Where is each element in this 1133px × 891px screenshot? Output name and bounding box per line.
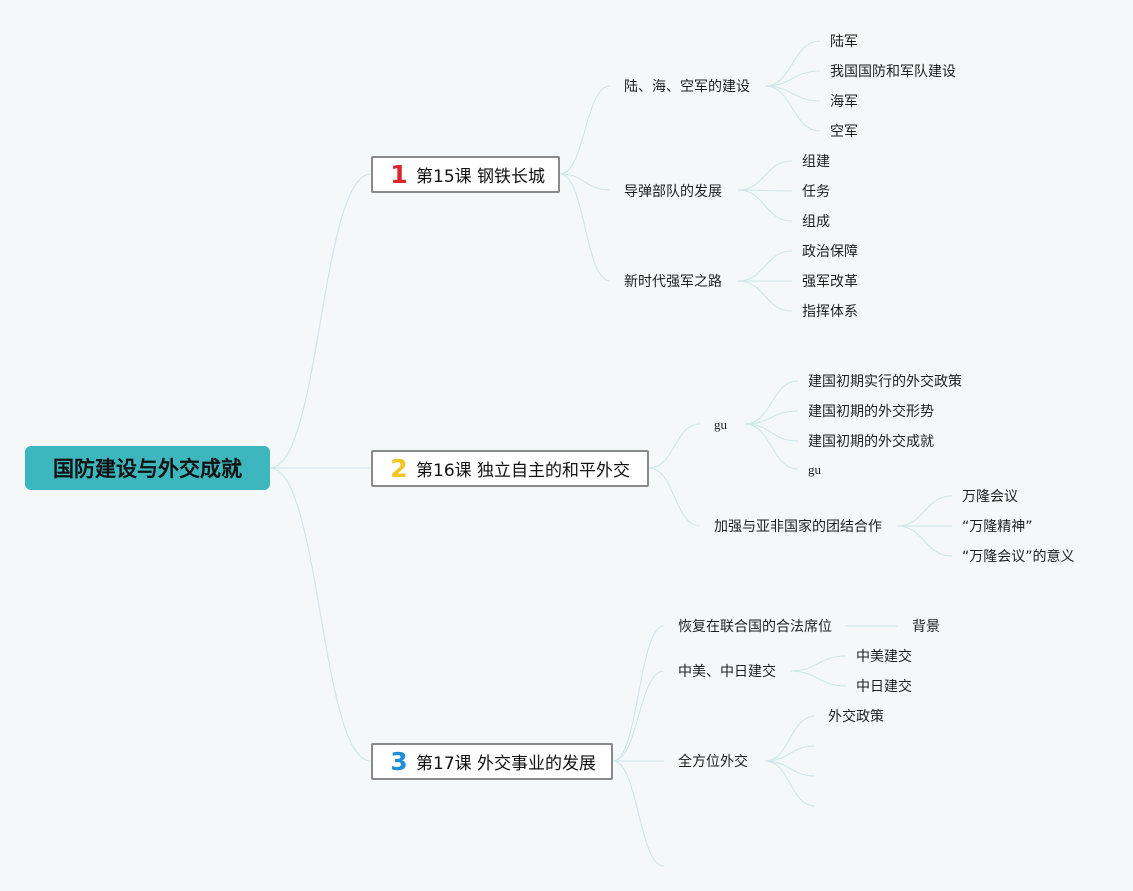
connector-line	[744, 423, 799, 442]
leaf-military-reform[interactable]: 强军改革	[802, 274, 858, 290]
chapter-title: 第16课 独立自主的和平外交	[416, 461, 631, 481]
connector-line	[744, 423, 799, 470]
connector-line	[559, 173, 611, 191]
chapter-title: 第17课 外交事业的发展	[416, 754, 597, 774]
leaf-bandung-spirit[interactable]: “万隆精神”	[962, 519, 1033, 535]
connector-line	[559, 173, 611, 282]
connector-line	[737, 250, 793, 282]
connector-line	[612, 670, 665, 762]
topic-un-seat[interactable]: 恢复在联合国的合法席位	[678, 619, 832, 635]
topic-us-japan-relations[interactable]: 中美、中日建交	[678, 664, 776, 680]
connector-line	[744, 410, 799, 425]
leaf-early-diplomatic-achievements[interactable]: 建国初期的外交成就	[808, 434, 934, 450]
connector-line	[764, 40, 821, 87]
leaf-air-force[interactable]: 空军	[830, 124, 858, 140]
chapter-number-badge: 2	[390, 454, 408, 483]
connector-line	[764, 745, 816, 762]
connector-line	[764, 760, 816, 807]
connector-line	[789, 655, 847, 672]
chapter-16-node[interactable]: 2 第16课 独立自主的和平外交	[371, 450, 649, 487]
leaf-bandung-significance[interactable]: “万隆会议”的意义	[962, 549, 1075, 565]
chapter-15-node[interactable]: 1 第15课 钢铁长城	[371, 156, 560, 193]
leaf-sino-us-relations[interactable]: 中美建交	[856, 649, 912, 665]
leaf-early-foreign-policy[interactable]: 建国初期实行的外交政策	[808, 374, 962, 390]
connector-line	[612, 625, 665, 762]
root-to-chapter-15	[269, 173, 372, 469]
topic-strong-military[interactable]: 新时代强军之路	[624, 274, 722, 290]
topic-army-navy-air[interactable]: 陆、海、空军的建设	[624, 79, 750, 95]
leaf-early-diplomatic-situation[interactable]: 建国初期的外交形势	[808, 404, 934, 420]
root-title: 国防建设与外交成就	[53, 457, 242, 481]
chapter-number-badge: 1	[390, 160, 408, 189]
topic-gu[interactable]: gu	[714, 417, 727, 432]
connector-line	[737, 189, 793, 222]
connector-line	[896, 495, 953, 527]
topic-asia-africa-solidarity[interactable]: 加强与亚非国家的团结合作	[714, 519, 882, 535]
connector-line	[737, 280, 793, 312]
connector-line	[648, 423, 701, 469]
chapter-17-node[interactable]: 3 第17课 外交事业的发展	[371, 743, 613, 780]
leaf-army[interactable]: 陆军	[830, 34, 858, 50]
leaf-formation[interactable]: 组建	[802, 154, 830, 170]
leaf-mission[interactable]: 任务	[802, 184, 830, 200]
connector-line	[612, 760, 665, 867]
connector-line	[764, 715, 816, 762]
leaf-gu[interactable]: gu	[808, 462, 821, 477]
connector-line	[559, 85, 611, 175]
leaf-background[interactable]: 背景	[912, 619, 940, 635]
connector-line	[648, 467, 701, 527]
root-to-chapter-17	[269, 467, 372, 762]
chapter-title: 第15课 钢铁长城	[416, 167, 546, 187]
leaf-composition[interactable]: 组成	[802, 214, 830, 230]
connector-line	[789, 670, 847, 687]
leaf-navy[interactable]: 海军	[830, 94, 858, 110]
leaf-political-guarantee[interactable]: 政治保障	[802, 244, 858, 260]
leaf-command-system[interactable]: 指挥体系	[802, 304, 858, 320]
connector-line	[764, 70, 821, 87]
connector-line	[737, 160, 793, 191]
chapter-number-badge: 3	[390, 747, 408, 776]
leaf-bandung-conference[interactable]: 万隆会议	[962, 489, 1018, 505]
connector-line	[764, 85, 821, 102]
leaf-foreign-policy[interactable]: 外交政策	[828, 709, 884, 725]
leaf-sino-japan-relations[interactable]: 中日建交	[856, 679, 912, 695]
topic-missile-forces[interactable]: 导弹部队的发展	[624, 184, 722, 200]
connector-line	[896, 525, 953, 557]
connector-line	[764, 85, 821, 132]
root-node[interactable]: 国防建设与外交成就	[25, 446, 270, 490]
connector-line	[744, 380, 799, 425]
topic-omni-directional-diplomacy[interactable]: 全方位外交	[678, 754, 748, 770]
leaf-national-defense[interactable]: 我国国防和军队建设	[830, 64, 956, 80]
connector-line	[764, 760, 816, 777]
